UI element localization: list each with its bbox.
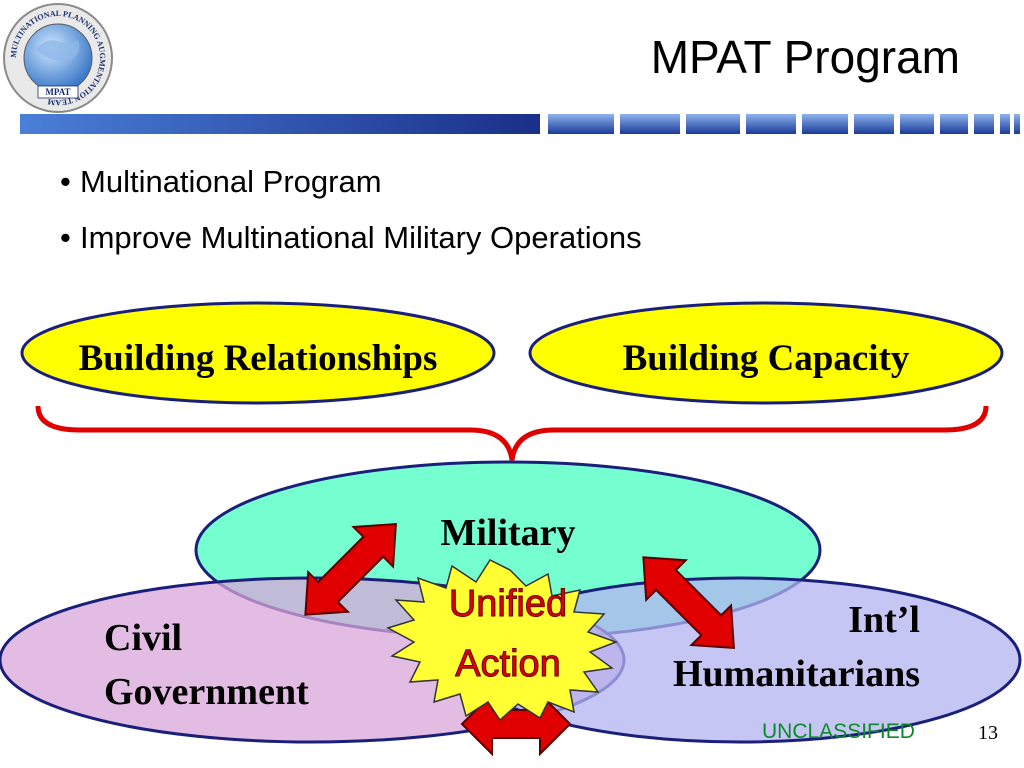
arrow-military-intl-icon bbox=[642, 556, 735, 649]
pillar-right-label: Building Capacity bbox=[623, 338, 910, 379]
page-number: 13 bbox=[978, 722, 998, 744]
classification-label: UNCLASSIFIED bbox=[762, 720, 915, 743]
bullet-dot: • bbox=[60, 220, 71, 255]
bullet-item: • Improve Multinational Military Operatio… bbox=[60, 218, 642, 274]
bullet-text: Improve Multinational Military Operation… bbox=[80, 220, 642, 255]
civil-label-line1: Civil bbox=[104, 617, 182, 659]
burst-label-line2: Action bbox=[455, 643, 561, 685]
bullet-dot: • bbox=[60, 164, 71, 199]
mpat-logo: MULTINATIONAL PLANNING AUGMENTATION TEAM… bbox=[3, 3, 113, 113]
bullet-item: • Multinational Program bbox=[60, 162, 642, 218]
logo-center-text: MPAT bbox=[45, 87, 70, 97]
pillar-building-relationships bbox=[20, 301, 496, 405]
unified-action-starburst-icon bbox=[386, 559, 619, 722]
pillar-left-label: Building Relationships bbox=[79, 338, 438, 379]
burst-label-line1: Unified bbox=[449, 583, 567, 625]
slide-title: MPAT Program bbox=[650, 31, 960, 83]
pillar-building-capacity bbox=[528, 301, 1004, 405]
curly-brace bbox=[35, 405, 989, 461]
arrow-military-civil-icon bbox=[304, 523, 397, 616]
bullet-list: • Multinational Program • Improve Multinat… bbox=[60, 162, 642, 274]
bullet-text: Multinational Program bbox=[80, 164, 382, 199]
civil-label-line2: Government bbox=[104, 671, 309, 713]
header-bar bbox=[20, 114, 1020, 134]
intl-label-line2: Humanitarians bbox=[673, 653, 920, 695]
military-label: Military bbox=[440, 512, 575, 554]
intl-label-line1: Int’l bbox=[848, 599, 920, 641]
